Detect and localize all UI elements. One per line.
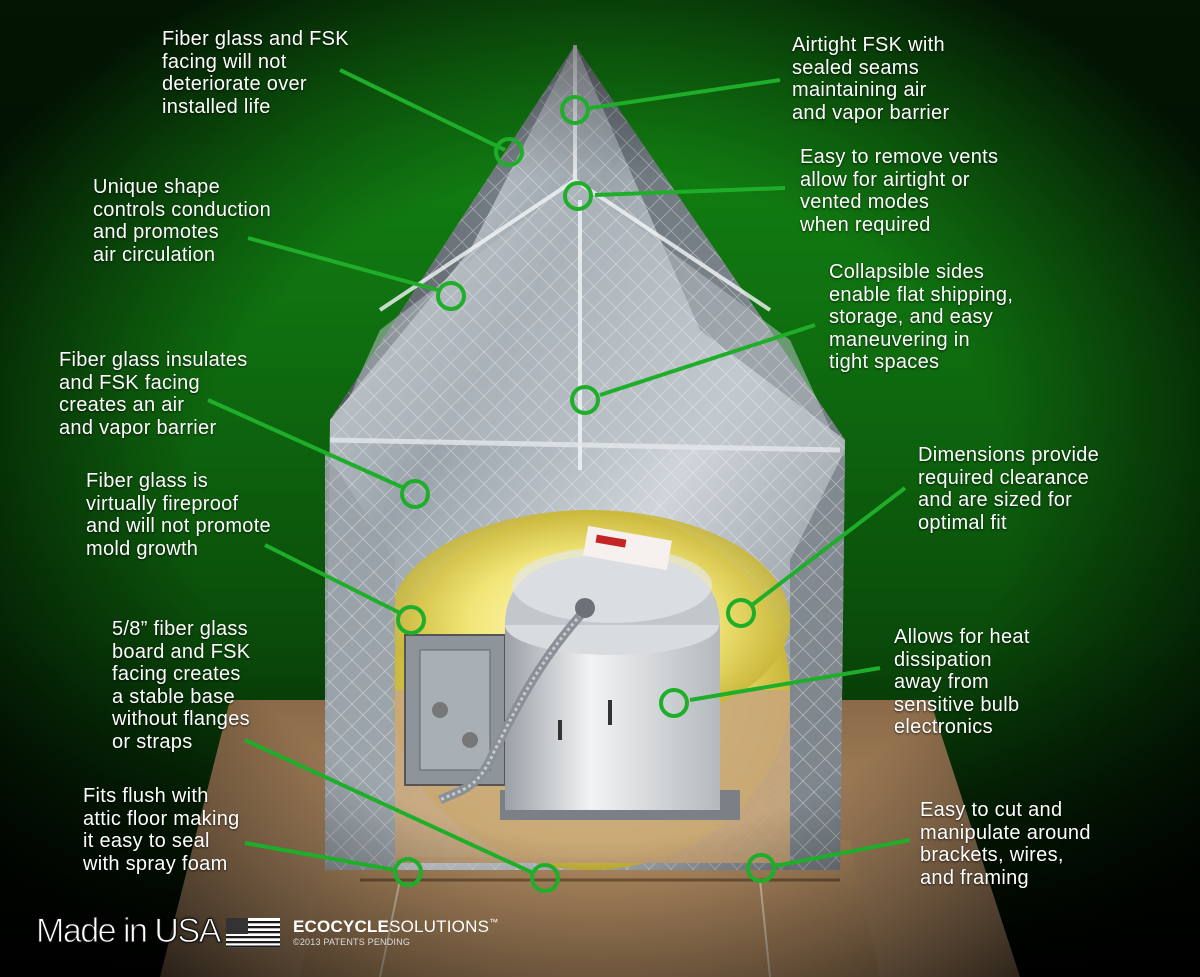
marker-fireproof <box>396 605 426 635</box>
logo-rest-text: SOLUTIONS <box>389 917 490 936</box>
logo-bold-text: ECOCYCLE <box>293 917 390 936</box>
marker-top-left <box>494 137 524 167</box>
leader-top-left <box>339 68 506 152</box>
marker-top-right <box>560 95 590 125</box>
callout-flush: Fits flush with attic floor making it ea… <box>83 785 240 875</box>
ecocycle-logo: ECOCYCLESOLUTIONS™ <box>293 917 498 937</box>
callout-collapsible: Collapsible sides enable flat shipping, … <box>829 261 1014 373</box>
callout-shape: Unique shape controls conduction and pro… <box>93 176 272 266</box>
callout-top-right: Airtight FSK with sealed seams maintaini… <box>792 34 950 124</box>
callout-cut: Easy to cut and manipulate around bracke… <box>920 799 1091 889</box>
marker-dimensions <box>726 598 756 628</box>
callout-heat: Allows for heat dissipation away from se… <box>894 626 1030 738</box>
marker-cut <box>746 853 776 883</box>
callout-base: 5/8” fiber glass board and FSK facing cr… <box>112 618 251 753</box>
callout-fireproof: Fiber glass is virtually fireproof and w… <box>86 470 271 560</box>
leader-insulates <box>207 398 405 490</box>
callout-dimensions: Dimensions provide required clearance an… <box>918 444 1100 534</box>
marker-base <box>530 863 560 893</box>
marker-flush <box>393 857 423 887</box>
leader-fireproof <box>264 543 401 615</box>
leader-dimensions <box>750 486 907 607</box>
made-in-usa-label: Made in USA <box>36 912 222 951</box>
callout-vents: Easy to remove vents allow for airtight … <box>800 146 999 236</box>
leader-collapsible <box>599 323 816 397</box>
patent-notice: ©2013 PATENTS PENDING <box>293 937 411 947</box>
leader-flush <box>244 841 396 872</box>
leader-heat <box>689 666 881 702</box>
marker-insulates <box>400 479 430 509</box>
trademark-symbol: ™ <box>489 917 499 927</box>
marker-heat <box>659 688 689 718</box>
leader-shape <box>247 236 439 292</box>
us-flag-icon <box>226 918 280 948</box>
callout-insulates: Fiber glass insulates and FSK facing cre… <box>59 349 248 439</box>
leader-top-right <box>589 78 781 110</box>
marker-vents <box>563 181 593 211</box>
marker-shape <box>436 281 466 311</box>
marker-collapsible <box>570 385 600 415</box>
leader-cut <box>774 838 911 868</box>
callout-top-left: Fiber glass and FSK facing will not dete… <box>162 28 349 118</box>
leader-base <box>244 738 534 875</box>
leader-vents <box>594 186 786 197</box>
callout-leaders <box>207 68 911 893</box>
